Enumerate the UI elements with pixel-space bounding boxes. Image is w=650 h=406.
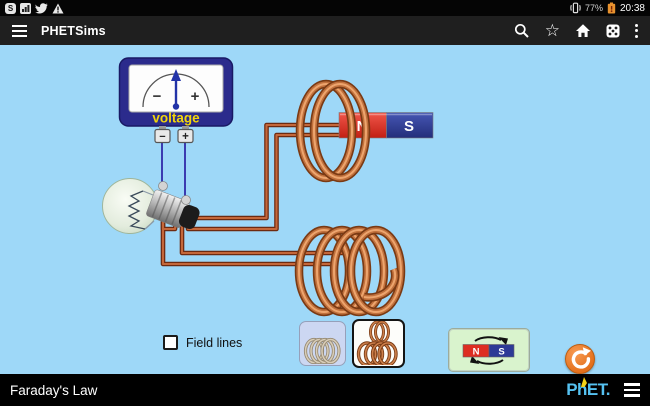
bottom-bar: Faraday's Law PhET. xyxy=(0,374,650,406)
battery-icon xyxy=(607,2,616,14)
two-loop-coil xyxy=(300,84,366,178)
warning-icon xyxy=(52,3,64,13)
twitter-icon xyxy=(35,2,48,14)
menu-icon[interactable] xyxy=(12,24,27,37)
scale-minus-label: − xyxy=(153,88,162,105)
app-title: PHETSims xyxy=(41,23,106,38)
home-icon[interactable] xyxy=(575,23,591,38)
phet-flame-icon xyxy=(581,377,588,387)
vibrate-icon xyxy=(570,2,581,14)
sim-canvas: N S xyxy=(102,57,434,374)
search-icon[interactable] xyxy=(514,23,530,39)
flip-magnet-graphic: N S xyxy=(462,336,515,365)
reset-button[interactable] xyxy=(565,344,595,374)
sim-area: N S xyxy=(0,45,650,374)
field-lines-label: Field lines xyxy=(186,335,243,350)
terminal-minus-label: − xyxy=(159,131,165,143)
light-bulb xyxy=(102,178,200,234)
battery-percent: 77% xyxy=(584,3,603,13)
field-lines-checkbox[interactable] xyxy=(163,335,178,350)
voltmeter: − + voltage − + xyxy=(118,57,234,144)
phet-logo: PhET. xyxy=(566,377,610,400)
voltmeter-terminal-plus[interactable] xyxy=(177,128,194,144)
flip-south-label: S xyxy=(498,347,504,358)
flip-north-label: N xyxy=(473,347,480,358)
reset-arrow-icon xyxy=(571,347,591,369)
skype-icon: S xyxy=(5,2,16,14)
app-bar: PHETSims ☆ xyxy=(0,16,650,45)
voltage-label: voltage xyxy=(152,111,200,126)
clock: 20:38 xyxy=(619,2,645,14)
coil-option-single-button[interactable] xyxy=(299,321,346,366)
single-coil-thumbnail xyxy=(303,337,341,365)
flip-magnet-button[interactable]: N S xyxy=(448,328,530,372)
magnet-south-label: S xyxy=(404,118,414,135)
signal-chart-icon xyxy=(20,2,31,14)
field-lines-control: Field lines xyxy=(163,335,242,350)
overflow-icon[interactable] xyxy=(635,23,638,38)
dice-icon[interactable] xyxy=(606,24,620,38)
four-loop-coil xyxy=(299,230,401,312)
terminal-plus-label: + xyxy=(182,131,189,143)
voltmeter-terminal-minus[interactable] xyxy=(154,128,171,144)
coil-option-double-button[interactable] xyxy=(352,319,405,368)
double-coil-thumbnail xyxy=(356,320,398,367)
scale-plus-label: + xyxy=(191,88,200,105)
sim-title: Faraday's Law xyxy=(10,382,98,398)
voltmeter-wires xyxy=(161,142,186,199)
star-icon[interactable]: ☆ xyxy=(544,21,560,40)
status-bar: S 77% xyxy=(0,0,650,16)
bottom-menu-icon[interactable] xyxy=(624,383,640,397)
